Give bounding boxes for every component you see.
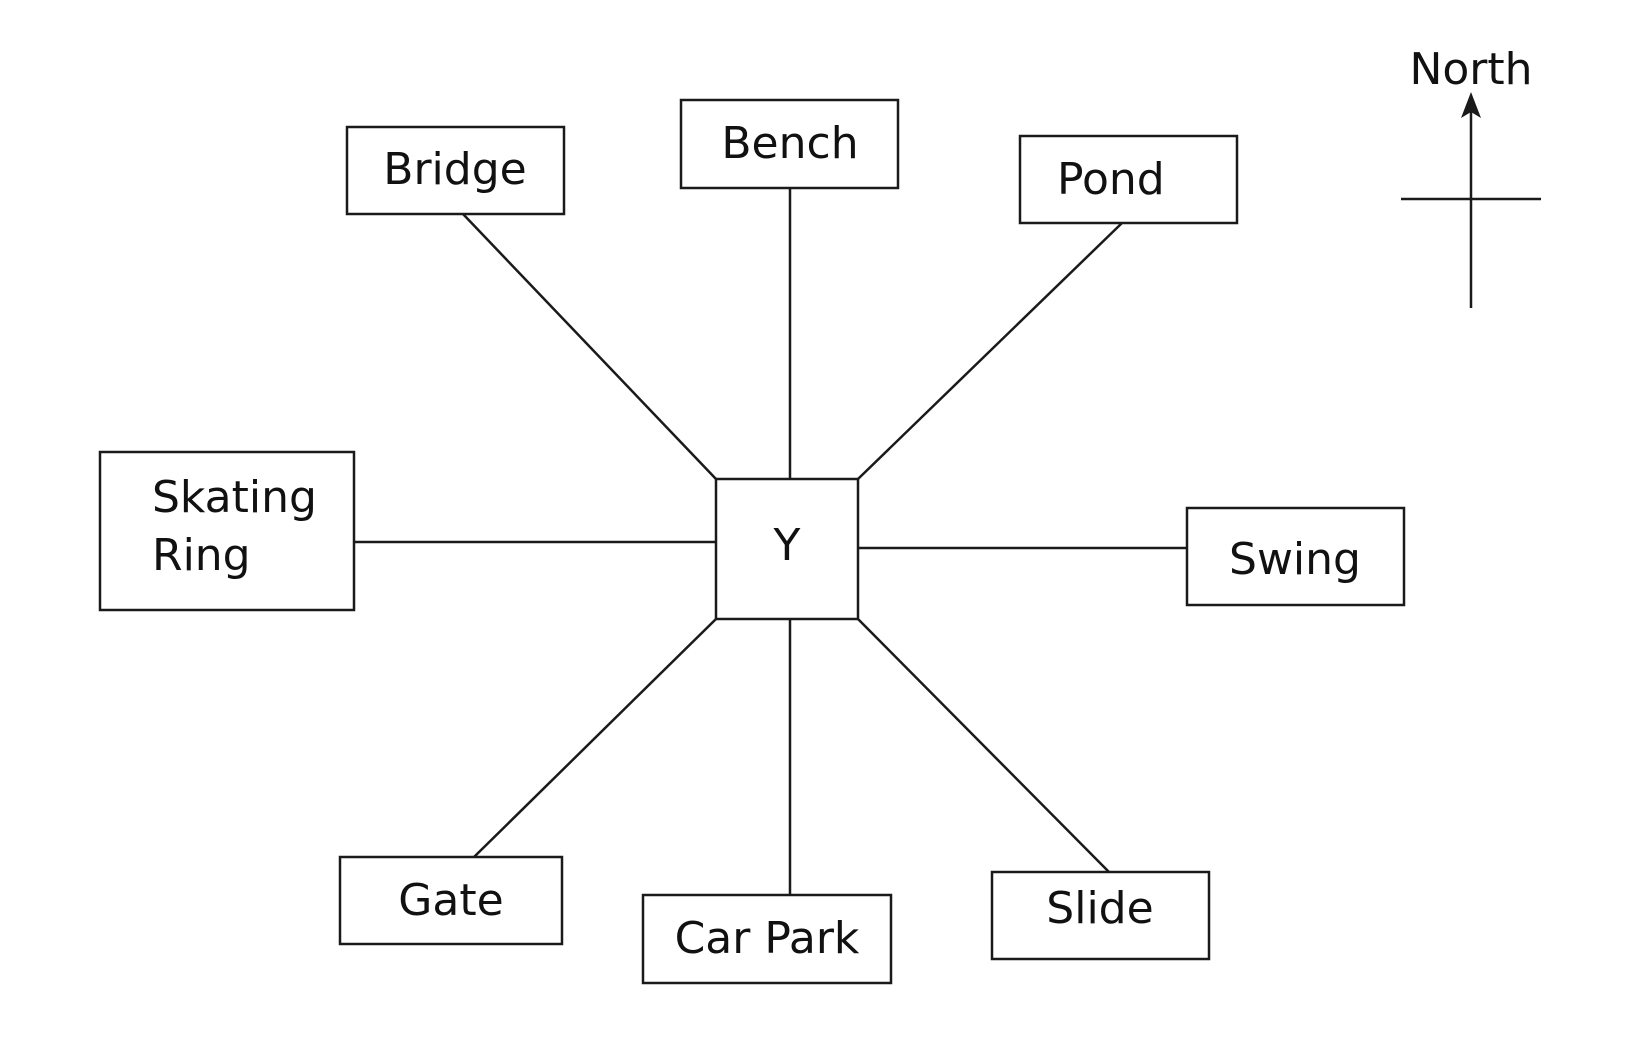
- node-bench: Bench: [679, 98, 900, 190]
- connector-pond: [857, 222, 1123, 480]
- swing-label: Swing: [1229, 534, 1361, 585]
- center-node-y: Y: [714, 477, 860, 621]
- connectors: [354, 188, 1187, 895]
- node-slide: Slide: [990, 870, 1211, 961]
- node-bridge: Bridge: [345, 125, 566, 216]
- node-pond: Pond: [1018, 134, 1239, 225]
- connector-slide: [857, 618, 1110, 873]
- bridge-label: Bridge: [383, 144, 526, 195]
- compass: North: [1401, 44, 1541, 308]
- center-label: Y: [773, 520, 801, 571]
- car-park-label: Car Park: [675, 913, 860, 964]
- gate-label: Gate: [398, 875, 503, 926]
- connector-gate: [473, 618, 717, 858]
- north-arrow-icon: [1461, 92, 1481, 118]
- node-swing: Swing: [1185, 506, 1406, 607]
- skating-ring-label-line1: Skating: [152, 472, 317, 523]
- node-car-park: Car Park: [641, 893, 893, 985]
- connector-bridge: [462, 213, 717, 480]
- north-label: North: [1409, 44, 1532, 95]
- node-skating-ring: Skating Ring: [98, 450, 356, 612]
- node-gate: Gate: [338, 855, 564, 946]
- skating-ring-label-line2: Ring: [152, 530, 251, 581]
- bench-label: Bench: [721, 118, 858, 169]
- slide-label: Slide: [1046, 883, 1153, 934]
- pond-label: Pond: [1057, 154, 1165, 205]
